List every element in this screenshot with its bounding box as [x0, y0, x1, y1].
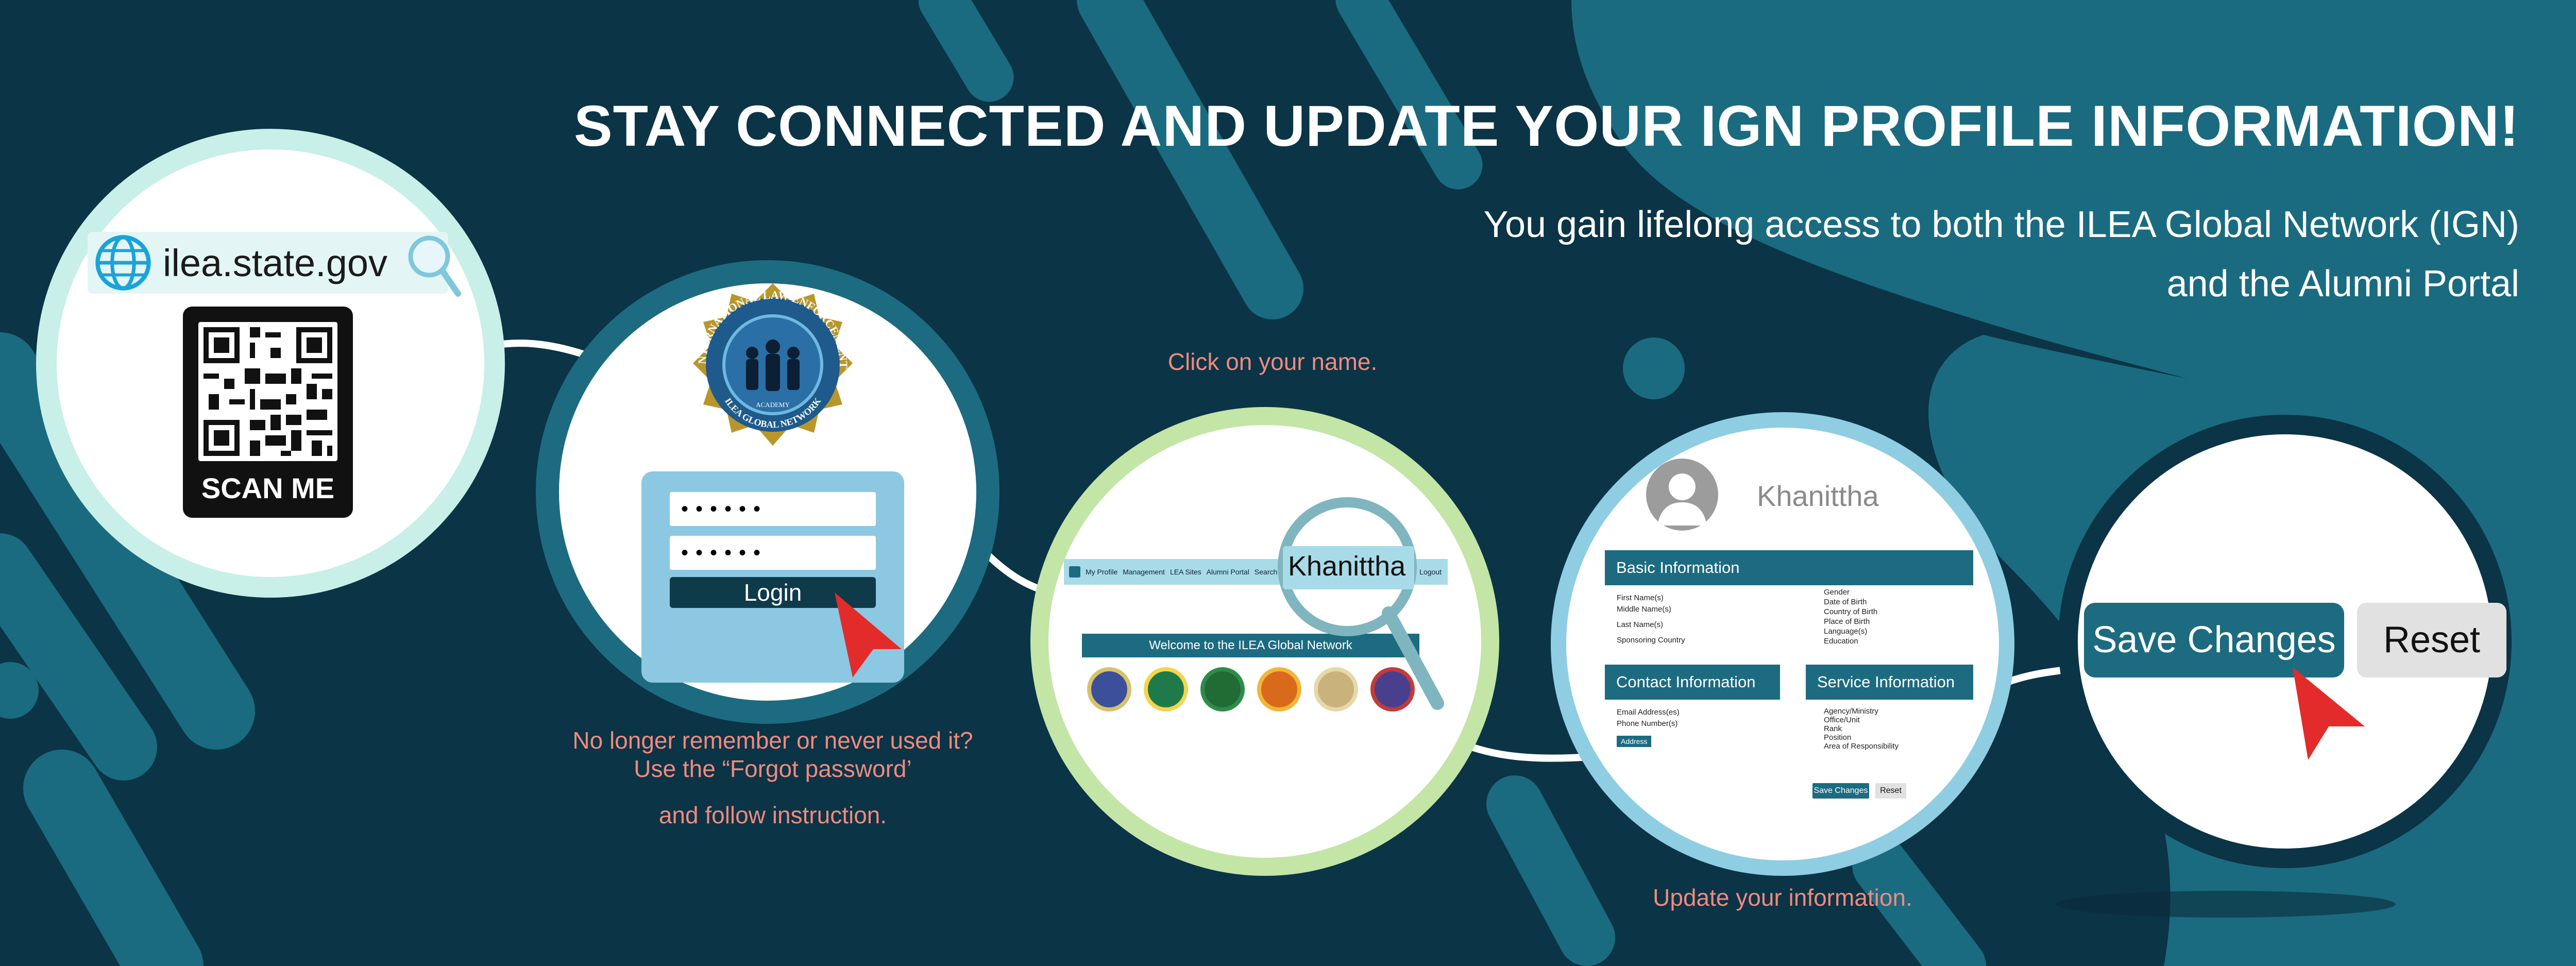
- basic-information-header: Basic Information: [1605, 550, 1973, 585]
- subheadline-line-1: You gain lifelong access to both the ILE…: [1483, 204, 2519, 245]
- field-label: Sponsoring Country: [1617, 636, 1685, 645]
- bg-dot: [2491, 801, 2537, 848]
- mini-nav-alumni-portal[interactable]: Alumni Portal: [1206, 568, 1249, 576]
- bg-stripe: [0, 533, 157, 781]
- connector-line: [491, 340, 591, 359]
- connector-line: [1454, 738, 1585, 762]
- contact-fields: Email Address(es) Phone Number(s): [1617, 707, 1680, 730]
- field-label: Country of Birth: [1824, 607, 1878, 616]
- bg-stripe: [23, 750, 204, 966]
- step2-caption-line-1: No longer remember or never used it?: [572, 727, 973, 754]
- bg-wave-shape: [1571, 0, 2576, 541]
- step3-caption: Click on your name.: [1167, 348, 1378, 375]
- field-label: Last Name(s): [1617, 620, 1664, 629]
- save-changes-button[interactable]: Save Changes: [2084, 603, 2344, 677]
- mini-nav-lea-sites[interactable]: LEA Sites: [1170, 568, 1201, 576]
- seal-row: [1087, 667, 1427, 714]
- qr-code-pattern: [204, 327, 332, 456]
- academy-seal: [1370, 667, 1415, 711]
- url-bar[interactable]: ilea.state.gov: [88, 232, 448, 294]
- basic-fields-left: First Name(s) Middle Name(s) Last Name(s…: [1617, 592, 1685, 646]
- mini-save-changes-button[interactable]: Save Changes: [1812, 783, 1869, 799]
- subheadline-line-2: and the Alumni Portal: [2166, 263, 2519, 304]
- user-name-link[interactable]: Khanittha: [1288, 551, 1406, 582]
- mini-reset-button[interactable]: Reset: [1875, 783, 1906, 799]
- academy-seal: [1314, 667, 1358, 711]
- headline: STAY CONNECTED AND UPDATE YOUR IGN PROFI…: [573, 94, 2519, 158]
- login-card: •••••• •••••• Login: [641, 471, 904, 683]
- academy-seal: [1144, 667, 1188, 711]
- mini-nav-icon: [1069, 566, 1080, 578]
- step2-caption-line-2: Use the “Forgot password’: [634, 755, 912, 782]
- field-label: Position: [1824, 733, 1852, 742]
- bg-dot: [0, 662, 39, 719]
- bg-stripe: [1852, 837, 1986, 966]
- magnifier-icon: [408, 235, 461, 297]
- field-label: Phone Number(s): [1617, 719, 1678, 728]
- academy-seal: [1200, 667, 1245, 711]
- service-information-header: Service Information: [1806, 665, 1973, 700]
- password-field-2[interactable]: ••••••: [670, 536, 876, 570]
- bg-stripe: [1335, 0, 1483, 190]
- basic-fields-right: Gender Date of Birth Country of Birth Pl…: [1824, 587, 1877, 646]
- field-label: Rank: [1824, 724, 1842, 733]
- field-label: Email Address(es): [1617, 708, 1680, 717]
- bg-stripe: [1077, 0, 1303, 319]
- field-label: Place of Birth: [1824, 617, 1870, 626]
- field-label: Agency/Ministry: [1824, 707, 1878, 716]
- bg-dot: [1623, 337, 1685, 399]
- step2-caption-line-3: and follow instruction.: [658, 802, 887, 828]
- magnifier-icon: [1278, 497, 1444, 710]
- field-label: Education: [1824, 637, 1858, 646]
- field-label: Gender: [1824, 588, 1850, 597]
- url-text: ilea.state.gov: [163, 241, 388, 284]
- bg-stripe: [0, 332, 255, 750]
- field-label: Date of Birth: [1824, 598, 1867, 606]
- mini-nav-logout[interactable]: Logout: [1419, 568, 1442, 576]
- welcome-banner: Welcome to the ILEA Global Network: [1082, 634, 1419, 657]
- address-tab[interactable]: Address: [1617, 736, 1652, 747]
- password-field-1[interactable]: ••••••: [670, 492, 876, 526]
- profile-name: Khanittha: [1757, 480, 1879, 512]
- step4-caption: Update your information.: [1653, 884, 1912, 911]
- mini-nav-my-profile[interactable]: My Profile: [1086, 568, 1118, 576]
- field-label: First Name(s): [1617, 594, 1664, 602]
- name-highlight[interactable]: [1283, 546, 1414, 589]
- field-label: Office/Unit: [1824, 716, 1860, 724]
- bg-stripe: [1486, 775, 1615, 966]
- contact-information-header: Contact Information: [1605, 665, 1780, 700]
- field-label: Language(s): [1824, 627, 1868, 636]
- qr-code-card[interactable]: SCAN ME: [183, 307, 353, 518]
- mini-nav-search[interactable]: Search: [1254, 568, 1278, 576]
- ilea-logo: INTERNATIONAL LAW ENFORCEMENT ILEA GLOBA…: [685, 281, 853, 446]
- avatar: [1646, 459, 1718, 531]
- mini-nav-management[interactable]: Management: [1123, 568, 1165, 576]
- qr-code: [198, 322, 337, 461]
- academy-seal: [1257, 667, 1301, 711]
- service-fields: Agency/Ministry Office/Unit Rank Positio…: [1824, 707, 1899, 751]
- academy-seal: [1087, 667, 1131, 711]
- logo-small-text: ACADEMY: [756, 401, 790, 409]
- field-label: Middle Name(s): [1617, 605, 1671, 614]
- field-label: Area of Responsibility: [1824, 742, 1899, 751]
- user-silhouette-icon: [1657, 473, 1707, 526]
- globe-icon: [95, 235, 151, 291]
- reset-button[interactable]: Reset: [2357, 603, 2506, 677]
- scan-me-label: SCAN ME: [201, 472, 335, 504]
- cursor-arrow-icon: [2293, 667, 2365, 760]
- cursor-arrow-icon: [835, 592, 902, 677]
- bg-stripe: [918, 0, 1014, 102]
